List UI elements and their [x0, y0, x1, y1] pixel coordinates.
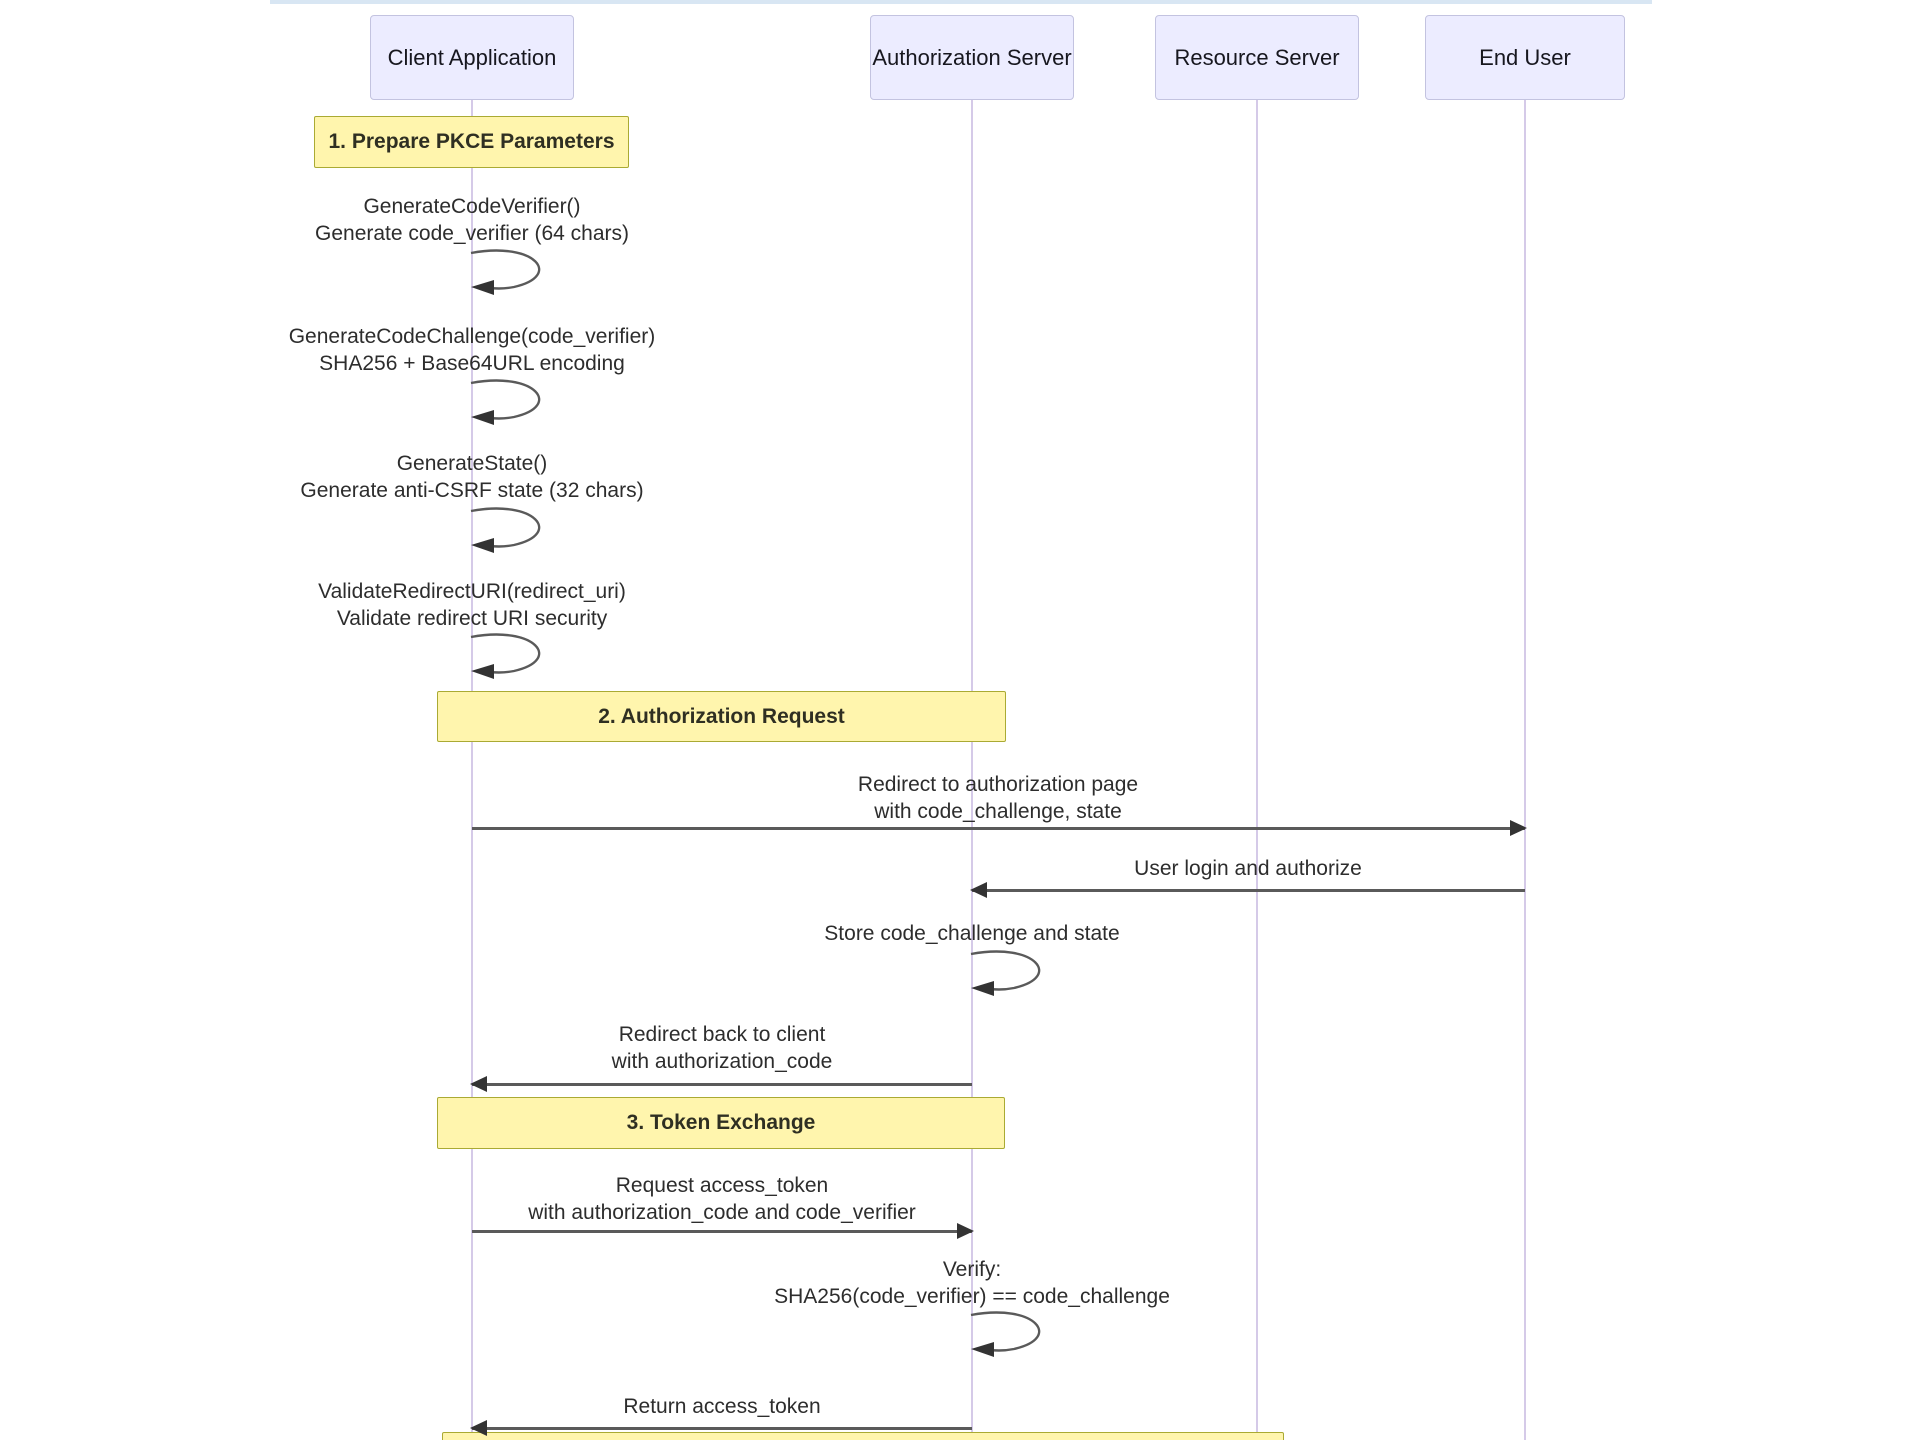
message-return-access-token: Return access_token: [472, 1393, 972, 1420]
lifeline-authorization-server: [971, 100, 973, 1440]
lifeline-end-user: [1524, 100, 1526, 1440]
message-line-1: User login and authorize: [1134, 857, 1362, 880]
arrowhead-left-icon: [470, 1420, 487, 1436]
message-line-2: Generate anti-CSRF state (32 chars): [300, 479, 644, 502]
self-loop-arrow: [470, 633, 541, 679]
message-line-2: SHA256 + Base64URL encoding: [319, 352, 625, 375]
note-label: 3. Token Exchange: [626, 1111, 816, 1134]
participant-end-user: End User: [1425, 15, 1625, 100]
self-message-store-code-challenge: Store code_challenge and state: [692, 920, 1252, 947]
message-arrow-left: [970, 882, 1525, 898]
message-line-1: Store code_challenge and state: [824, 922, 1120, 945]
arrowhead-left-icon: [970, 882, 987, 898]
message-redirect-back-to-client: Redirect back to client with authorizati…: [472, 1021, 972, 1075]
message-line-1: Redirect back to client: [618, 1023, 826, 1046]
message-line-1: ValidateRedirectURI(redirect_uri): [318, 580, 626, 603]
self-message-generate-state: GenerateState() Generate anti-CSRF state…: [192, 450, 752, 504]
participant-resource-server: Resource Server: [1155, 15, 1359, 100]
message-line-1: Return access_token: [623, 1395, 821, 1418]
message-line-2: with code_challenge, state: [874, 800, 1122, 823]
arrowhead-right-icon: [957, 1223, 974, 1239]
message-request-access-token: Request access_token with authorization_…: [472, 1172, 972, 1226]
self-message-verify-code-challenge: Verify: SHA256(code_verifier) == code_ch…: [672, 1256, 1272, 1310]
note-1-prepare-pkce-parameters: 1. Prepare PKCE Parameters: [314, 116, 629, 168]
note-2-authorization-request: 2. Authorization Request: [437, 691, 1006, 742]
self-message-generate-code-verifier: GenerateCodeVerifier() Generate code_ver…: [192, 193, 752, 247]
note-3-token-exchange: 3. Token Exchange: [437, 1097, 1005, 1149]
message-arrow-right: [472, 820, 1527, 836]
participant-label: Authorization Server: [872, 44, 1072, 70]
note-label: 2. Authorization Request: [598, 704, 845, 728]
participant-authorization-server: Authorization Server: [870, 15, 1074, 100]
participant-label: Client Application: [387, 44, 557, 70]
message-line-1: Request access_token: [615, 1174, 829, 1197]
participant-label: End User: [1479, 44, 1571, 70]
participant-label: Resource Server: [1174, 44, 1340, 70]
participant-client-application: Client Application: [370, 15, 574, 100]
message-line-2: with authorization_code: [611, 1050, 833, 1073]
top-edge-highlight: [270, 0, 1652, 4]
self-loop-arrow: [470, 379, 541, 425]
message-line-2: Validate redirect URI security: [336, 607, 608, 630]
message-line-1: Verify:: [942, 1258, 1002, 1281]
message-line-2: with authorization_code and code_verifie…: [528, 1201, 916, 1224]
lifeline-resource-server: [1256, 100, 1258, 1440]
arrowhead-right-icon: [1510, 820, 1527, 836]
message-redirect-to-authorization-page: Redirect to authorization page with code…: [748, 771, 1248, 825]
arrowhead-left-icon: [470, 1076, 487, 1092]
message-line-1: GenerateState(): [396, 452, 548, 475]
message-line-2: Generate code_verifier (64 chars): [315, 222, 629, 245]
self-message-validate-redirect-uri: ValidateRedirectURI(redirect_uri) Valida…: [192, 578, 752, 632]
message-line-2: SHA256(code_verifier) == code_challenge: [774, 1285, 1170, 1308]
message-arrow-right: [472, 1223, 974, 1239]
self-loop-arrow: [470, 249, 541, 295]
self-loop-arrow: [970, 1311, 1041, 1357]
message-line-1: GenerateCodeVerifier(): [363, 195, 581, 218]
self-loop-arrow: [470, 507, 541, 553]
message-user-login-and-authorize: User login and authorize: [998, 855, 1498, 882]
message-line-1: Redirect to authorization page: [857, 773, 1139, 796]
note-4-partial-bottom: [442, 1432, 1284, 1440]
message-arrow-left: [470, 1420, 972, 1436]
self-loop-arrow: [970, 950, 1041, 996]
message-line-1: GenerateCodeChallenge(code_verifier): [288, 325, 656, 348]
self-message-generate-code-challenge: GenerateCodeChallenge(code_verifier) SHA…: [192, 323, 752, 377]
note-label: 1. Prepare PKCE Parameters: [328, 130, 615, 153]
message-arrow-left: [470, 1076, 972, 1092]
lifeline-client-application: [471, 100, 473, 1440]
